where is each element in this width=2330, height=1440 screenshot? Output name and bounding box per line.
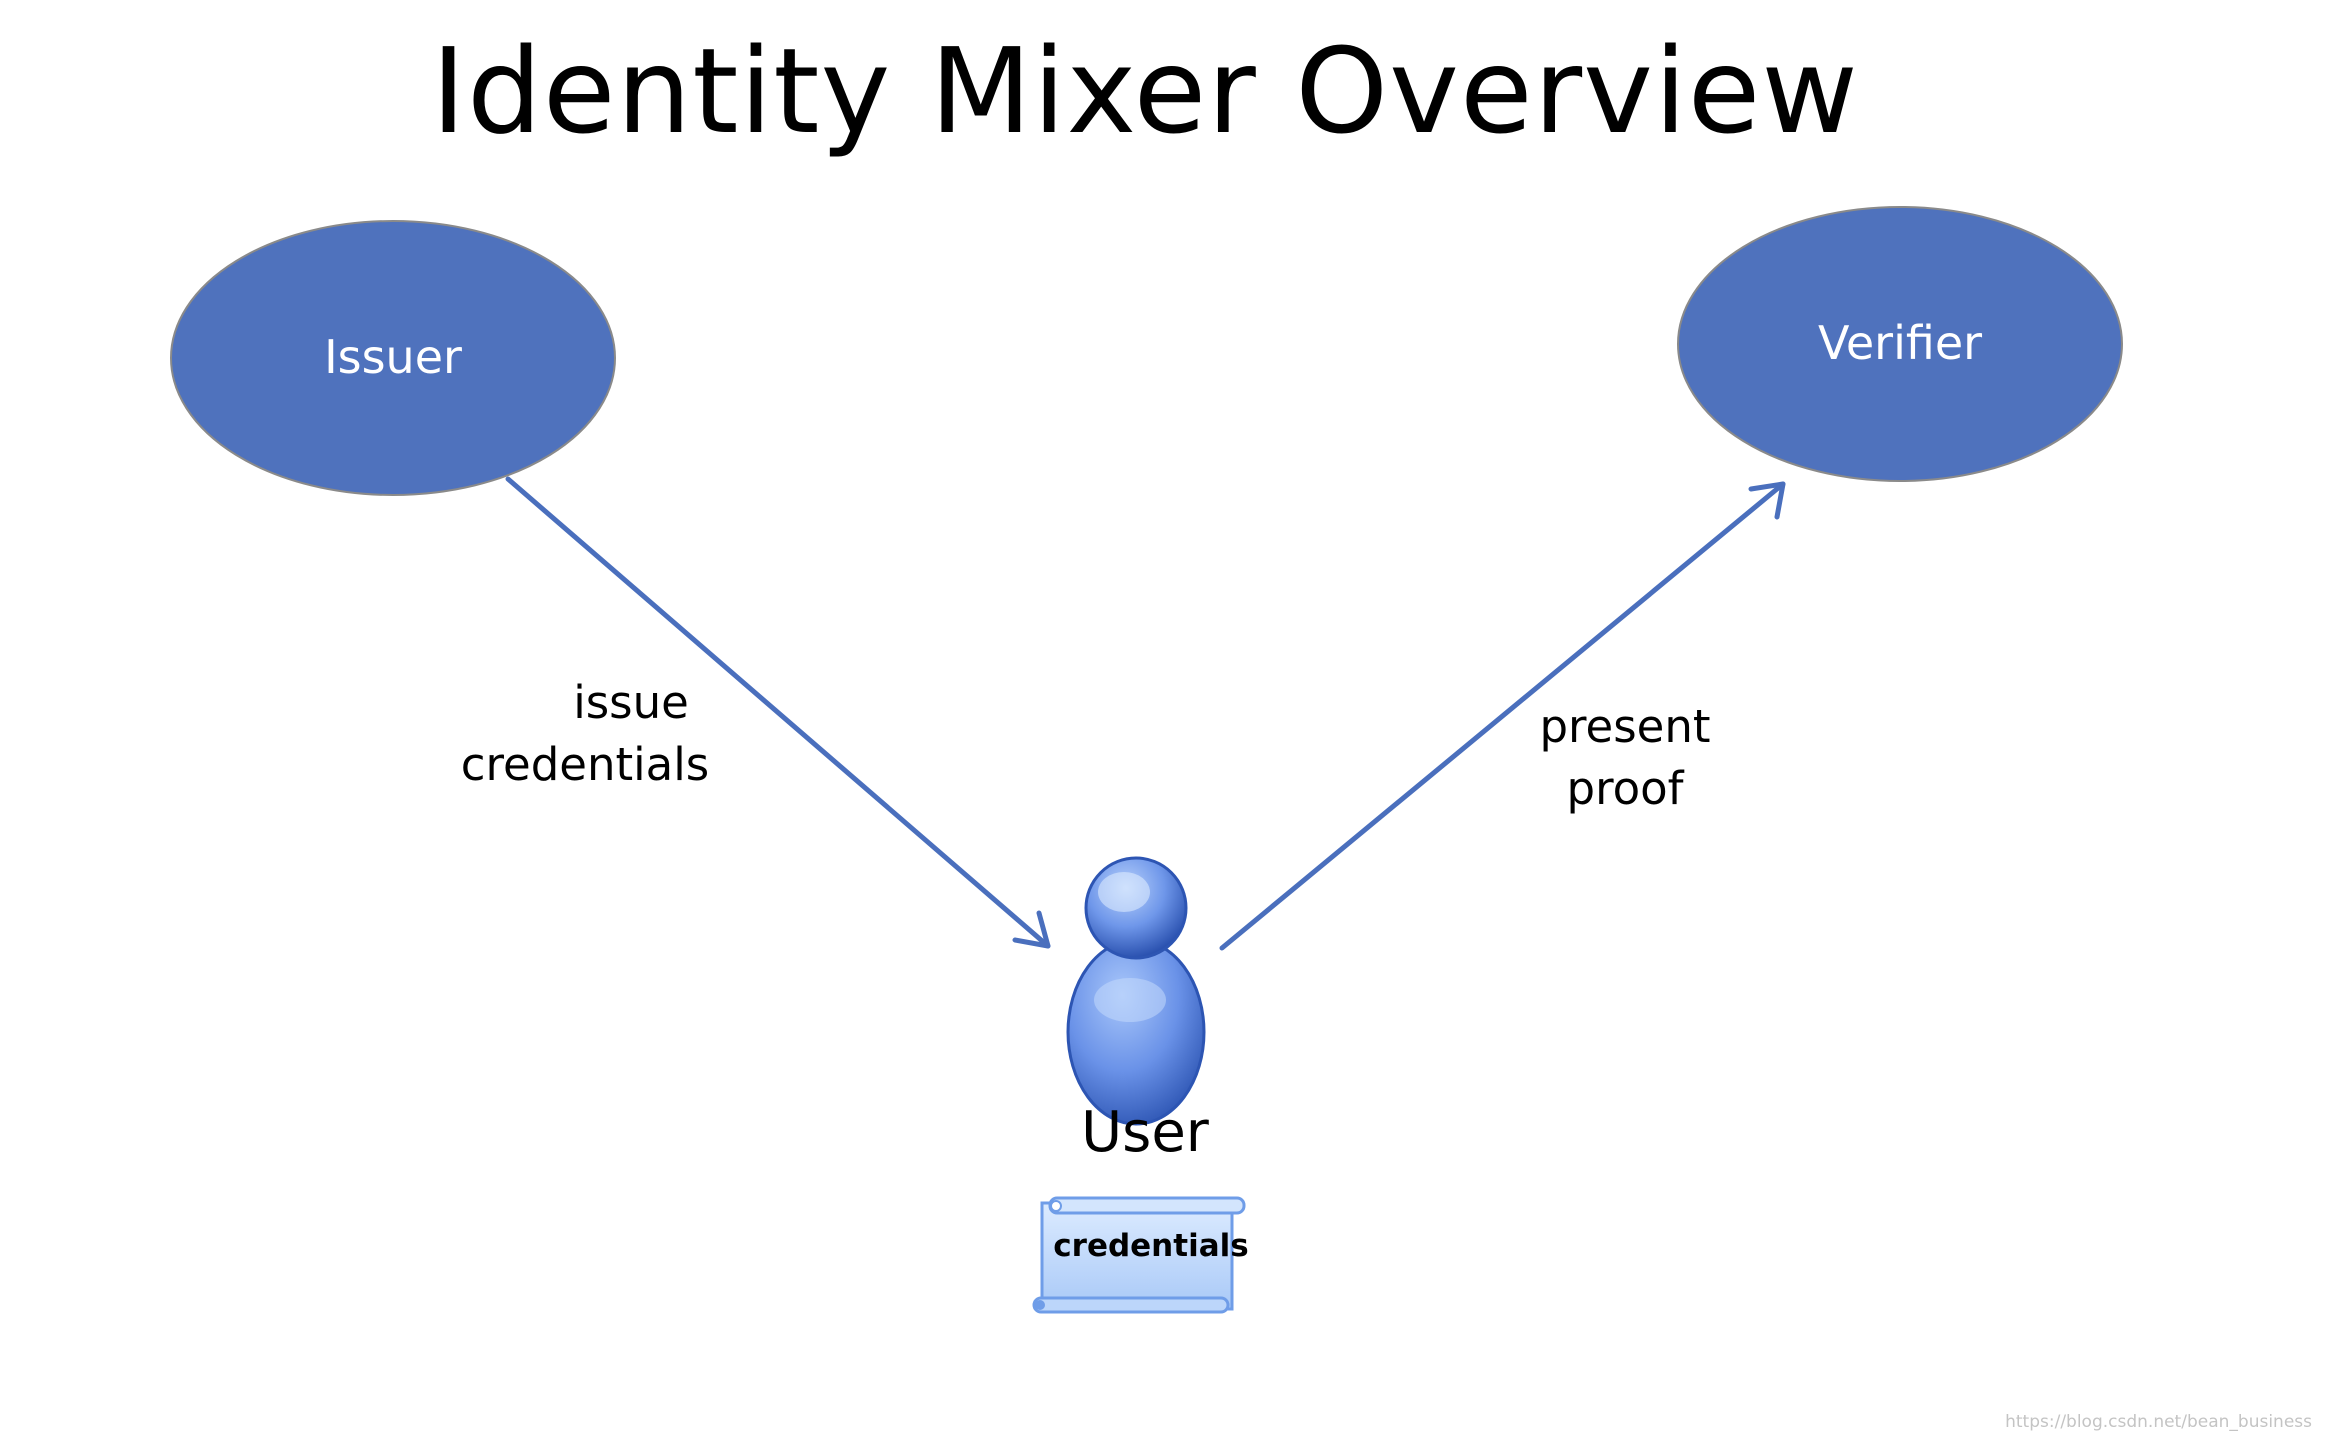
user-label: User xyxy=(1081,1100,1209,1165)
present-proof-label: present proof xyxy=(1505,696,1745,820)
scroll-document-icon xyxy=(1032,1196,1246,1314)
user-person-icon xyxy=(1066,856,1206,1126)
issue-credentials-label: issue credentials xyxy=(445,672,725,796)
issue-credentials-line1: issue xyxy=(573,676,689,729)
watermark: https://blog.csdn.net/bean_business xyxy=(2005,1412,2312,1432)
page-title: Identity Mixer Overview xyxy=(431,22,1859,160)
present-proof-arrow xyxy=(1219,481,1786,951)
credentials-scroll-label: credentials xyxy=(1053,1228,1249,1264)
present-proof-line2: proof xyxy=(1566,762,1684,815)
issue-credentials-arrow xyxy=(505,476,1051,949)
issuer-node xyxy=(170,220,616,496)
issue-credentials-line2: credentials xyxy=(460,738,710,791)
present-proof-line1: present xyxy=(1539,700,1711,753)
issuer-label: Issuer xyxy=(324,330,462,384)
verifier-node xyxy=(1677,206,2123,482)
verifier-label: Verifier xyxy=(1817,316,1983,370)
